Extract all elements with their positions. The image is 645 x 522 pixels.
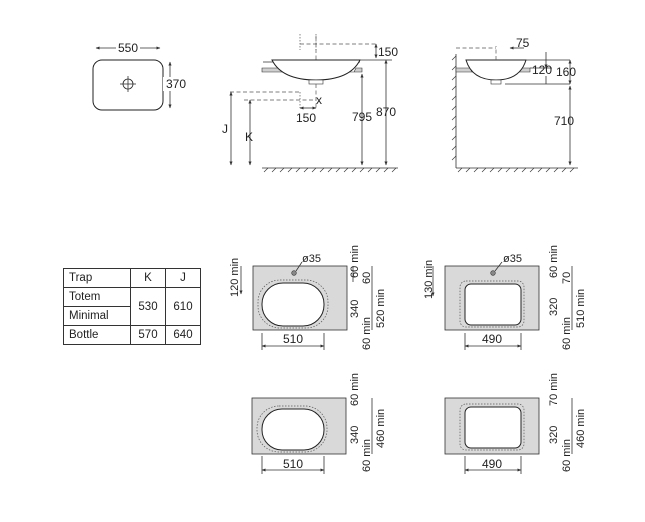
front-view: 150 150 x J K 795 870 <box>222 34 398 173</box>
row-minimal-name: Minimal <box>63 306 131 326</box>
cutout-1-d340: 340 <box>349 300 361 318</box>
side-basin <box>465 59 527 81</box>
cutout-1-bottom-min: 60 min <box>361 317 373 350</box>
cutout-1-left-label: 120 min <box>229 258 241 297</box>
cutout-1-oval <box>261 282 325 327</box>
cutout-oval-plain: 60 min 340 460 min 60 min 510 <box>251 373 387 474</box>
row-bottle-name: Bottle <box>63 325 131 345</box>
cutout-2-top-min: 60 min <box>548 245 560 278</box>
height-795-label: 795 <box>352 110 372 124</box>
height-870-label: 870 <box>376 105 396 119</box>
cutout-1-top-min: 60 min <box>349 245 361 278</box>
cutout-rect-tap: ø35 130 min 60 min 70 320 510 min 60 min… <box>423 245 587 350</box>
trap-table: Trap K J Totem 530 610 Minimal Bottle 57… <box>63 268 201 345</box>
cutout-1-width: 510 <box>283 332 303 346</box>
front-150-label: 150 <box>378 45 398 59</box>
top-width-label: 550 <box>118 41 138 55</box>
cutout-2-hole-label: ø35 <box>503 253 522 265</box>
cutout-2-tap-hole <box>490 270 496 276</box>
top-depth-label: 370 <box>166 77 186 91</box>
front-floor-hatch <box>263 167 397 173</box>
cutout-1-d520: 520 min <box>375 289 387 328</box>
cutout-3-top-min: 60 min <box>349 373 361 406</box>
row-totem-name: Totem <box>63 287 131 307</box>
cutout-1-hole-label: ø35 <box>302 253 321 265</box>
row-bottle-j: 640 <box>165 325 201 345</box>
row-bottle-k: 570 <box>130 325 166 345</box>
cutout-1-d60: 60 <box>361 272 373 284</box>
cutout-4-d320: 320 <box>548 426 560 444</box>
side-wall-hatch <box>451 55 457 161</box>
cutout-3-oval <box>261 408 325 451</box>
cutout-4-bottom-min: 60 min <box>561 439 573 472</box>
cutout-rect-plain: 70 min 320 460 min 60 min 490 <box>444 373 587 474</box>
k-label: K <box>245 130 253 144</box>
side-160-label: 160 <box>556 65 576 79</box>
cutout-4-top-min: 70 min <box>548 373 560 406</box>
side-view: 75 120 160 710 <box>451 36 578 173</box>
j-label: J <box>222 122 228 136</box>
cutout-4-width: 490 <box>482 457 502 471</box>
cutout-4-rect <box>464 406 522 449</box>
cutout-3-d340: 340 <box>349 426 361 444</box>
cutout-2-d510: 510 min <box>575 289 587 328</box>
cutout-3-bottom-min: 60 min <box>361 439 373 472</box>
cutout-oval-tap: ø35 120 min 60 min 60 340 520 min 60 min… <box>229 245 387 350</box>
row-totem-j: 610 <box>165 287 201 326</box>
front-basin <box>271 59 361 81</box>
cutout-2-bottom-min: 60 min <box>561 317 573 350</box>
header-trap: Trap <box>63 268 131 288</box>
trap-table-header: Trap K J <box>63 268 201 288</box>
table-row: Bottle 570 640 <box>63 325 201 345</box>
cutout-1-tap-hole <box>291 270 297 276</box>
cutout-2-d320: 320 <box>548 298 560 316</box>
drain-icon <box>120 76 136 92</box>
row-totem-k: 530 <box>130 287 166 326</box>
header-j: J <box>165 268 201 288</box>
cutout-2-d70: 70 <box>561 272 573 284</box>
header-k: K <box>130 268 166 288</box>
svg-text:x: x <box>316 93 322 107</box>
side-75-label: 75 <box>516 36 530 50</box>
table-row: Totem 530 610 <box>63 287 201 326</box>
cutout-2-width: 490 <box>482 332 502 346</box>
cutout-3-d460: 460 min <box>375 409 387 448</box>
top-view: 550 370 <box>92 41 189 111</box>
cutout-4-d460: 460 min <box>575 409 587 448</box>
cutout-2-left-label: 130 min <box>423 260 435 299</box>
side-120-label: 120 <box>532 63 552 77</box>
front-axis-150-label: 150 <box>296 111 316 125</box>
cutout-2-rect <box>464 283 522 326</box>
side-710-label: 710 <box>554 114 574 128</box>
cutout-3-width: 510 <box>283 457 303 471</box>
